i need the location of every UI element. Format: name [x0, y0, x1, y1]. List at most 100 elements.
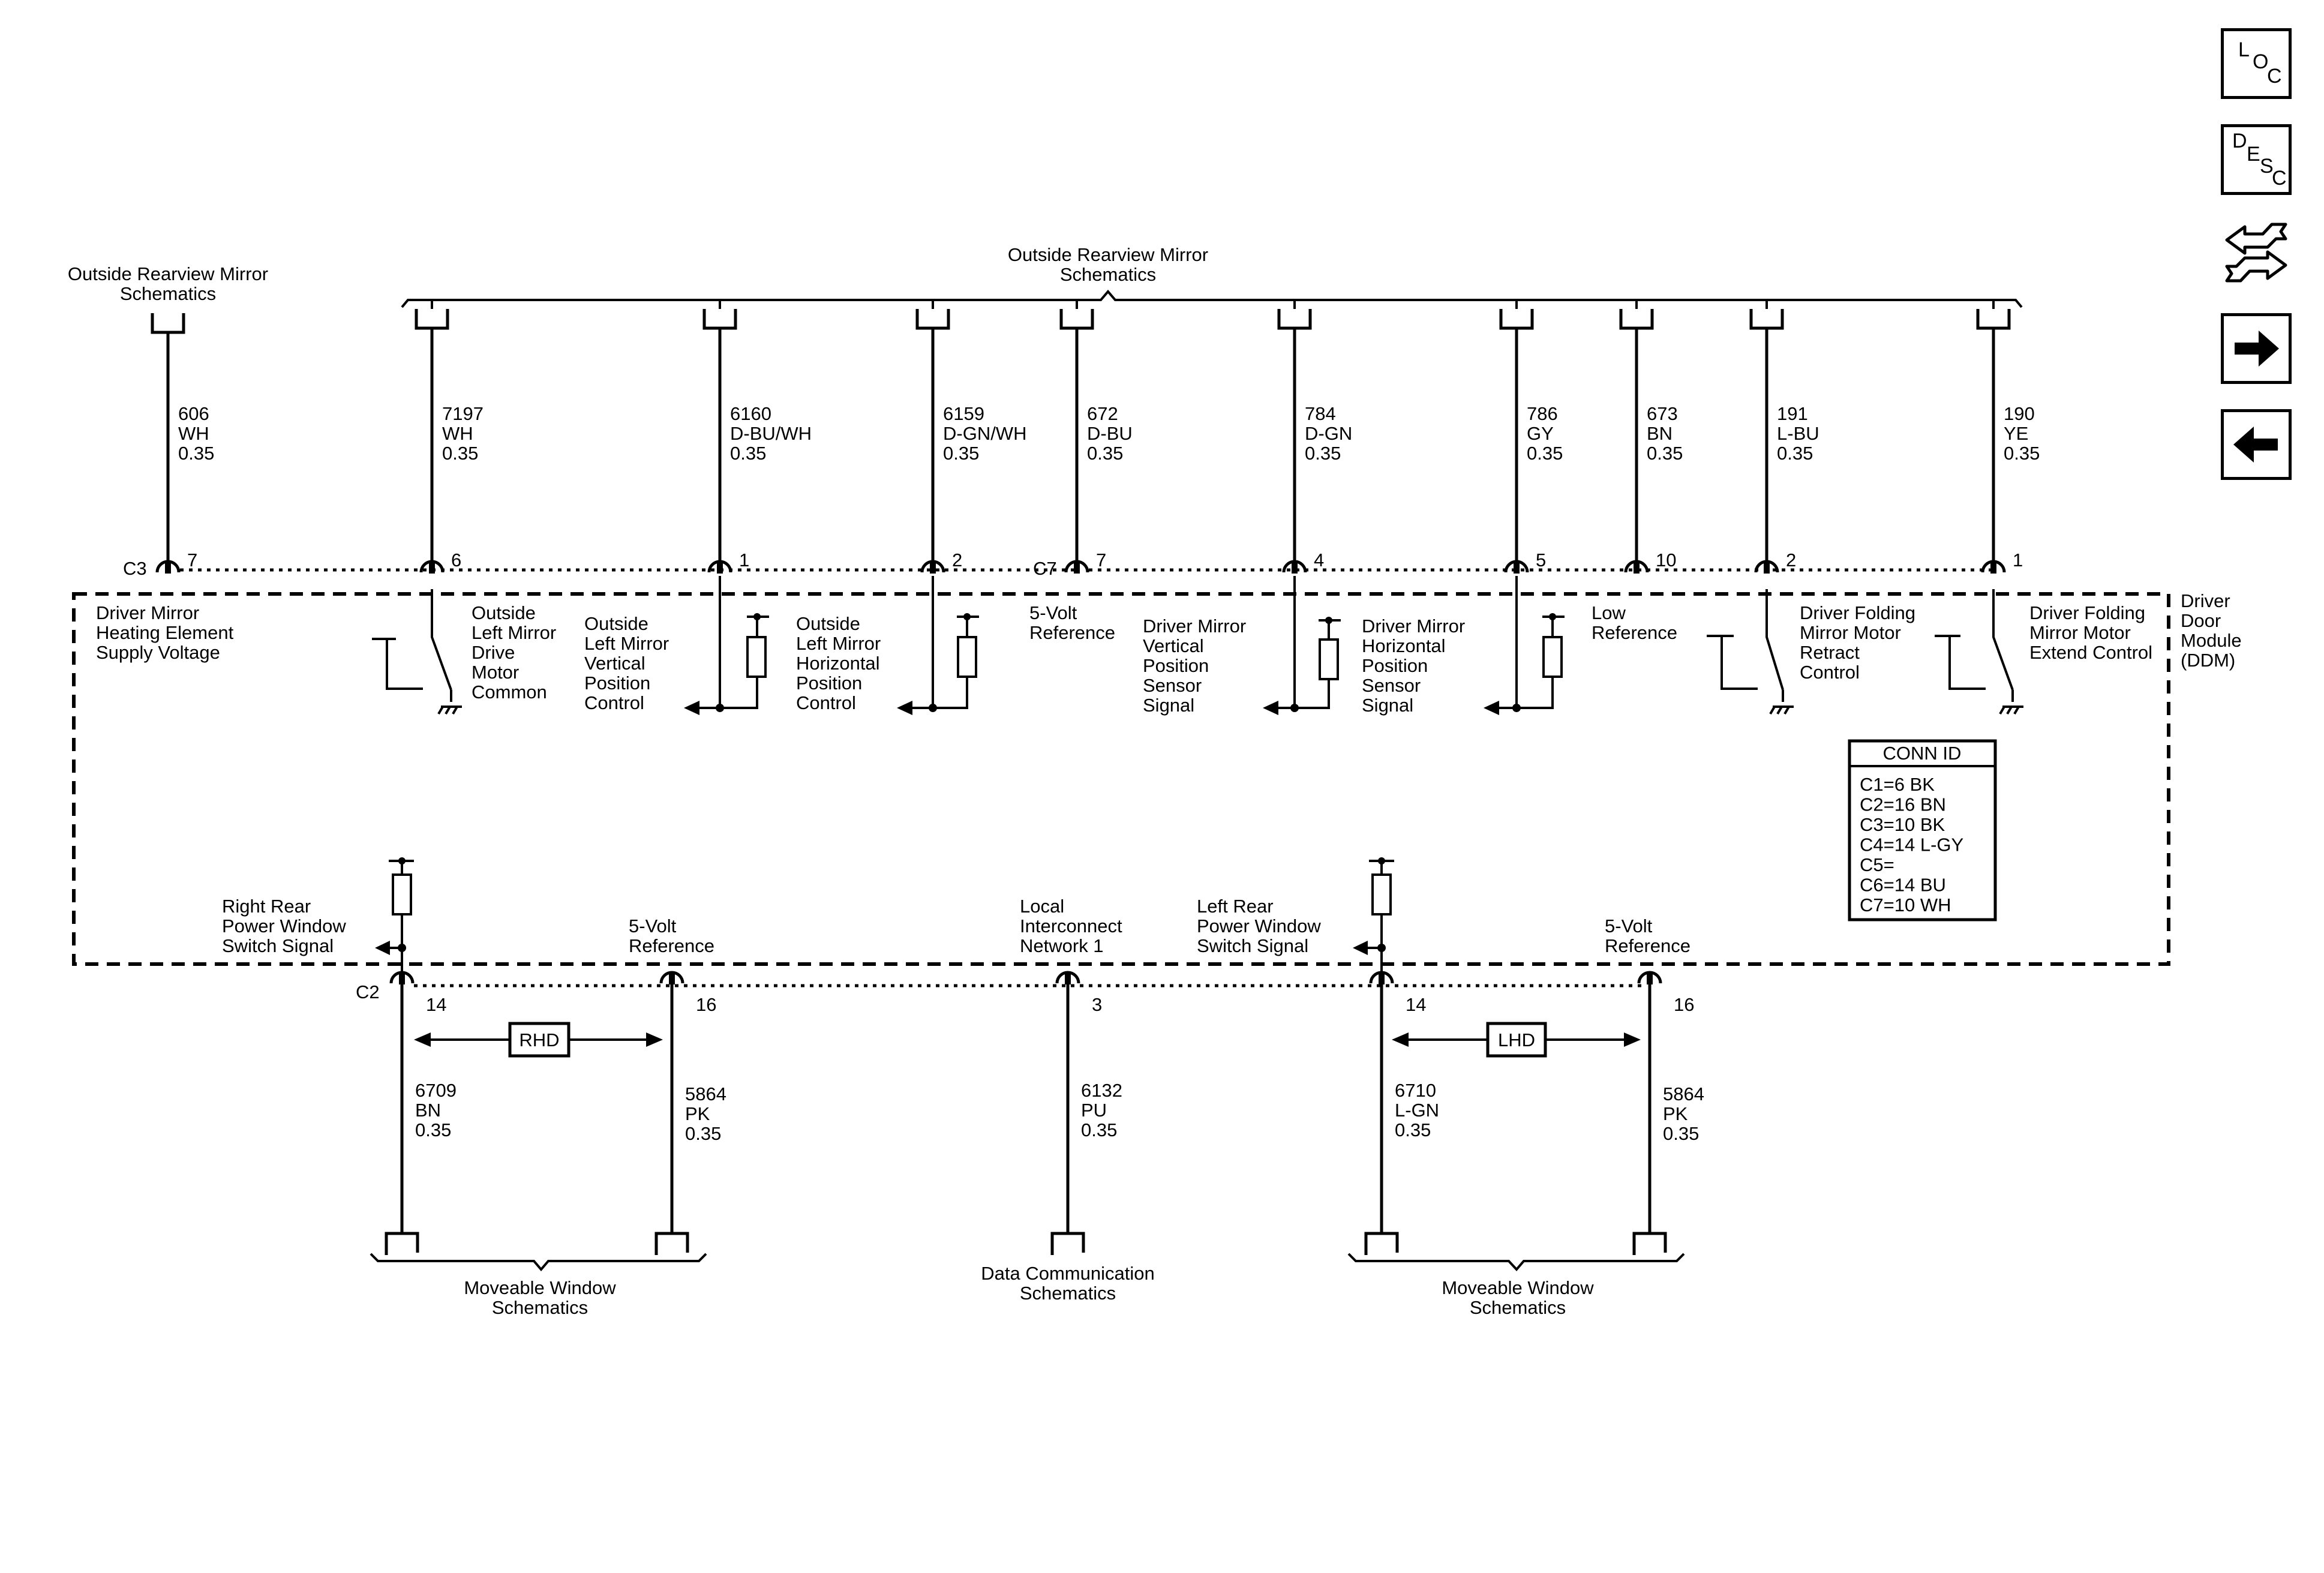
- bottom-function-2-line-0: Local: [1020, 896, 1064, 917]
- top-wire-0-gauge: 0.35: [178, 443, 214, 464]
- top-wire-5-pin-terminal: [1292, 563, 1298, 574]
- bottom-left-brace: [370, 1253, 707, 1272]
- top-function-1-line-3: Motor: [472, 662, 519, 683]
- bottom-wire-1-gauge: 0.35: [685, 1123, 721, 1144]
- top-wire-3-pin-terminal: [930, 563, 936, 574]
- top-wire-2-color: D-BU/WH: [730, 423, 812, 444]
- bottom-wire-4-gauge: 0.35: [1663, 1123, 1699, 1144]
- module-label-2: Door: [2181, 610, 2221, 631]
- ddm-module-outline: [72, 592, 2170, 966]
- top-function-5-line-4: Signal: [1143, 695, 1194, 716]
- bottom-function-2-line-2: Network 1: [1020, 935, 1104, 956]
- top-function-9-line-1: Mirror Motor: [2029, 622, 2131, 643]
- top-function-3-line-1: Left Mirror: [796, 633, 881, 654]
- top-function-1-line-1: Left Mirror: [472, 622, 556, 643]
- top-wire-9-circuit: 190: [2004, 403, 2035, 424]
- next-page-button[interactable]: [2221, 313, 2292, 384]
- top-function-7-line-0: Low: [1592, 602, 1626, 623]
- service-tools-button[interactable]: [2221, 216, 2292, 293]
- top-wire-4-pin-number: 7: [1096, 550, 1106, 571]
- conn-id-row-0: C1=6 BK: [1860, 774, 1935, 795]
- moveable-window-schematics-1a[interactable]: Moveable Window: [464, 1277, 616, 1298]
- top-function-4-line-0: 5-Volt: [1029, 602, 1077, 623]
- top-wire-5-gauge: 0.35: [1305, 443, 1341, 464]
- bottom-wire-1-circuit: 5864: [685, 1083, 726, 1104]
- description-button[interactable]: D E S C: [2221, 124, 2292, 195]
- top-wire-4-pin: [1064, 560, 1089, 573]
- bottom-function-3-line-2: Switch Signal: [1197, 935, 1308, 956]
- bottom-wire-0-pin-terminal: [399, 974, 405, 984]
- right-schematic-label-1[interactable]: Outside Rearview Mirror: [1008, 244, 1208, 265]
- top-wire-1-circuit: 7197: [442, 403, 484, 424]
- top-wire-3-pin-number: 2: [952, 550, 962, 571]
- top-wire-3-circuit: 6159: [943, 403, 984, 424]
- module-label-1: Driver: [2181, 590, 2230, 611]
- top-wire-group: 606WH0.3577197WH0.3566160D-BU/WH0.351615…: [151, 300, 2040, 574]
- top-wire-8-pin-terminal: [1764, 563, 1770, 574]
- moveable-window-schematics-2b[interactable]: Schematics: [1470, 1297, 1566, 1318]
- top-wire-7-pin: [1624, 560, 1649, 573]
- rhd-label: RHD: [519, 1029, 559, 1050]
- top-function-9-line-2: Extend Control: [2029, 642, 2152, 663]
- bottom-wire-2-plug: [1050, 1232, 1085, 1253]
- previous-page-button[interactable]: [2221, 409, 2292, 480]
- left-schematic-label-1[interactable]: Outside Rearview Mirror: [68, 263, 268, 284]
- location-button[interactable]: L O C: [2221, 28, 2292, 99]
- bottom-wire-4-pin-terminal: [1647, 974, 1653, 984]
- desc-letter-d: D: [2232, 130, 2247, 152]
- top-wire-0-color: WH: [178, 423, 209, 444]
- bottom-wire-1-color: PK: [685, 1103, 710, 1124]
- right-schematic-label-2[interactable]: Schematics: [1060, 264, 1156, 285]
- top-wire-9-color: YE: [2004, 423, 2028, 444]
- top-function-6-line-3: Sensor: [1362, 675, 1421, 696]
- bottom-function-0-line-0: Right Rear: [222, 896, 311, 917]
- bottom-wire-3-gauge: 0.35: [1395, 1119, 1431, 1140]
- conn-id-row-1: C2=16 BN: [1860, 794, 1946, 815]
- bottom-wire-3-pin-terminal: [1379, 974, 1385, 984]
- moveable-window-schematics-1b[interactable]: Schematics: [492, 1297, 588, 1318]
- conn-id-row-6: C7=10 WH: [1860, 894, 1951, 915]
- top-wire-1-color: WH: [442, 423, 473, 444]
- top-function-3-line-4: Control: [796, 692, 856, 713]
- bottom-wire-4-circuit: 5864: [1663, 1083, 1704, 1104]
- top-function-2-line-1: Left Mirror: [584, 633, 669, 654]
- top-wire-8-color: L-BU: [1777, 423, 1819, 444]
- top-wire-6-pin-number: 5: [1536, 550, 1546, 571]
- conn-id-title: CONN ID: [1883, 743, 1962, 764]
- desc-letter-e: E: [2247, 143, 2260, 166]
- loc-letter-c: C: [2267, 65, 2282, 88]
- bottom-wire-0-pin-number: 14: [426, 994, 446, 1015]
- data-communication-schematics-a[interactable]: Data Communication: [981, 1263, 1154, 1284]
- top-wire-3-pin: [920, 560, 945, 573]
- top-wire-7-gauge: 0.35: [1647, 443, 1683, 464]
- top-function-2-line-4: Control: [584, 692, 644, 713]
- top-function-1-line-4: Common: [472, 682, 547, 703]
- top-wire-2-circuit: 6160: [730, 403, 771, 424]
- left-schematic-label-2[interactable]: Schematics: [120, 283, 216, 304]
- bottom-wire-2-gauge: 0.35: [1081, 1119, 1117, 1140]
- bottom-function-0-line-2: Switch Signal: [222, 935, 334, 956]
- top-wire-6-pin: [1504, 560, 1529, 573]
- lhd-option: LHD: [1392, 1022, 1641, 1058]
- top-wire-9-pin-number: 1: [2013, 550, 2023, 571]
- conn-id-row-5: C6=14 BU: [1860, 875, 1946, 896]
- internal-components: [372, 576, 2023, 976]
- bottom-wire-4-pin: [1637, 971, 1662, 984]
- module-label-4: (DDM): [2181, 650, 2235, 671]
- bottom-wire-group: 6709BN0.35145864PK0.35166132PU0.3536710L…: [385, 971, 1704, 1255]
- conn-id-row-4: C5=: [1860, 854, 1894, 875]
- bottom-wire-2-pin: [1055, 971, 1080, 984]
- loc-letter-o: O: [2253, 50, 2269, 73]
- moveable-window-schematics-2a[interactable]: Moveable Window: [1442, 1277, 1594, 1298]
- data-communication-schematics-b[interactable]: Schematics: [1020, 1283, 1116, 1304]
- bottom-function-3-line-0: Left Rear: [1197, 896, 1274, 917]
- bottom-wire-3-plug: [1364, 1232, 1399, 1253]
- top-wire-4-circuit: 672: [1087, 403, 1118, 424]
- rhd-option: RHD: [414, 1022, 663, 1058]
- bottom-function-2-line-1: Interconnect: [1020, 915, 1122, 936]
- top-function-2-line-3: Position: [584, 673, 650, 694]
- top-function-1-line-2: Drive: [472, 642, 515, 663]
- conn-id-row-2: C3=10 BK: [1860, 814, 1945, 835]
- top-function-3-line-2: Horizontal: [796, 653, 880, 674]
- top-wire-2-pin-number: 1: [739, 550, 749, 571]
